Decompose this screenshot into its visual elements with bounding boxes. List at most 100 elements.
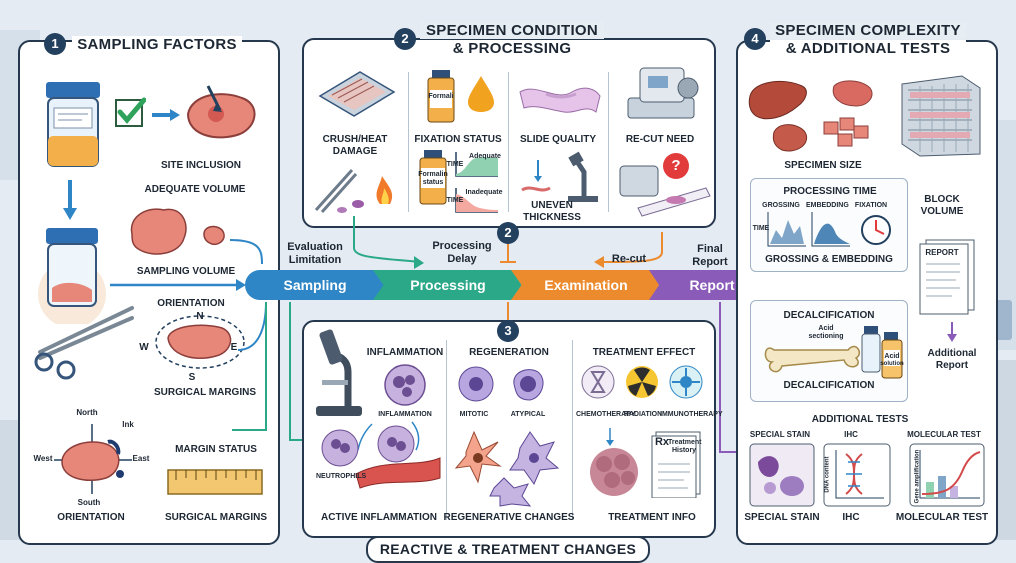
fixation-graph-adequate [452,150,500,178]
slide-ribbon-icon [516,72,604,122]
processing-time-charts [766,210,896,250]
surgical-margins-label-2: SURGICAL MARGINS [164,512,268,523]
block-volume-label-2: VOLUME [920,206,964,217]
fixation-graph-inadequate [452,186,500,214]
drop-icon [466,74,496,114]
molecular-test-label-2: MOLECULAR TEST [895,512,989,523]
surgical-margins-label: SURGICAL MARGINS [153,387,257,398]
panel1-number-badge: 1 [44,33,66,55]
inadequate-label: Inadequate [465,189,503,196]
crush-damage-label-1: CRUSH/HEAT [322,134,388,145]
neutrophils-label: NEUTROPHILS [316,473,367,480]
treatment-effect-label: TREATMENT EFFECT [592,347,696,358]
regenerative-cells-icon [454,422,566,508]
formalin-status-bottle-icon [416,150,450,208]
special-stain-label-2: SPECIAL STAIN [744,512,820,523]
west-label: West [33,454,53,463]
recut-need-label: RE-CUT NEED [625,134,695,145]
additional-report-arrow [944,320,960,344]
acid-solution-label-1: Acid [884,353,900,360]
active-inflammation-label: ACTIVE INFLAMMATION [321,512,437,523]
treatment-history-doc-icon [648,428,704,498]
specimen-jar-bottom-icon [32,224,112,324]
panel3-title: REACTIVE & TREATMENT CHANGES [366,536,650,563]
atypical-cell-icon [508,364,548,404]
stage-processing[interactable]: Processing [373,270,523,300]
mitotic-label: MITOTIC [459,411,489,418]
cassette-icon [314,62,398,122]
panel1-title: SAMPLING FACTORS [72,36,242,53]
regenerative-changes-label: REGENERATIVE CHANGES [443,512,575,523]
grossing-embedding-label: GROSSING & EMBEDDING [765,254,893,265]
inked-tissue-icon [48,418,138,500]
compass-n-label: N [196,311,204,322]
molecular-chart-icon [908,442,986,508]
immunotherapy-label: IMMUNOTHERAPY [660,411,723,418]
specimen-size-label: SPECIMEN SIZE [784,160,862,171]
additional-report-label-2: Report [935,360,969,371]
time-axis-label: TIME [752,225,770,232]
additional-report-label-1: Additional [927,348,977,359]
compass-s-label: S [188,372,196,383]
stage-sampling[interactable]: Sampling [245,270,385,300]
site-inclusion-label: SITE INCLUSION [160,160,241,171]
acid-sectioning-label-1: Acid [818,325,834,332]
uneven-thickness-label-1: UNEVEN [531,200,573,211]
inflammation-small-label: INFLAMMATION [378,411,432,418]
down-arrow-icon [60,180,80,222]
compass-e-label: E [230,342,238,353]
additional-tests-label: ADDITIONAL TESTS [811,414,909,425]
formalin-label: Formalin [418,171,448,178]
mitotic-cell-icon [456,364,496,404]
panel3-divider-1 [446,340,447,520]
block-rack-icon [896,72,986,158]
tweezers-flame-icon [312,160,404,218]
tissue-sample-icon [182,84,262,144]
neutrophil-cells-icon [316,418,442,490]
bone-icon [758,334,868,380]
adequate-label: Adequate [469,153,501,160]
microscope-icon [308,326,368,422]
specimen-jar-icon [38,82,108,172]
report-document-icon [916,234,980,318]
panel4-title-line1: SPECIMEN COMPLEXITY [770,22,966,39]
treated-tissue-icon [580,424,650,498]
decalcification-label: DECALCIFICATION [783,310,875,321]
margin-status-label: MARGIN STATUS [175,444,257,455]
special-stain-label: SPECIAL STAIN [749,430,811,439]
tissue-volume-icon [124,204,234,260]
final-report-label-2: Report [692,256,728,268]
panel2-number-badge: 2 [394,28,416,50]
ruler-icon [166,466,266,498]
embedding-label: EMBEDDING [806,202,849,209]
block-volume-label-1: BLOCK [924,194,960,205]
treatment-history-label-2: History [671,447,697,454]
microtome-icon [618,58,704,124]
forceps-icon [32,302,142,382]
recut-label: Re-cut [611,253,647,265]
treatment-icons [580,364,710,400]
panel2-divider-3 [608,72,609,212]
report-doc-label: REPORT [925,248,959,257]
stage-examination[interactable]: Examination [511,270,661,300]
gene-amplification-label: Gene amplification [914,449,921,504]
question-mark: ? [671,157,681,174]
panel4-title-line2: & ADDITIONAL TESTS [770,40,966,57]
processing-delay-label-2: Delay [447,253,477,265]
crush-damage-label-2: DAMAGE [332,146,378,157]
special-stain-slide-icon [748,442,816,508]
orientation-label-2: ORIENTATION [57,512,125,523]
final-report-label-1: Final [697,243,723,255]
radiation-label: RADIATION [623,411,663,418]
east-label: East [132,454,150,463]
checkmark-icon [114,96,146,128]
ink-label: Ink [122,420,134,429]
uneven-thickness-label-2: THICKNESS [523,212,581,223]
status-label: status [422,179,444,186]
regeneration-label: REGENERATION [469,347,549,358]
organ-tissues-icon [744,72,894,154]
time-label-1: TIME [446,161,464,168]
ihc-chart-icon [822,442,892,508]
sampling-volume-label: SAMPLING VOLUME [136,266,236,277]
compass-w-label: W [139,342,149,353]
